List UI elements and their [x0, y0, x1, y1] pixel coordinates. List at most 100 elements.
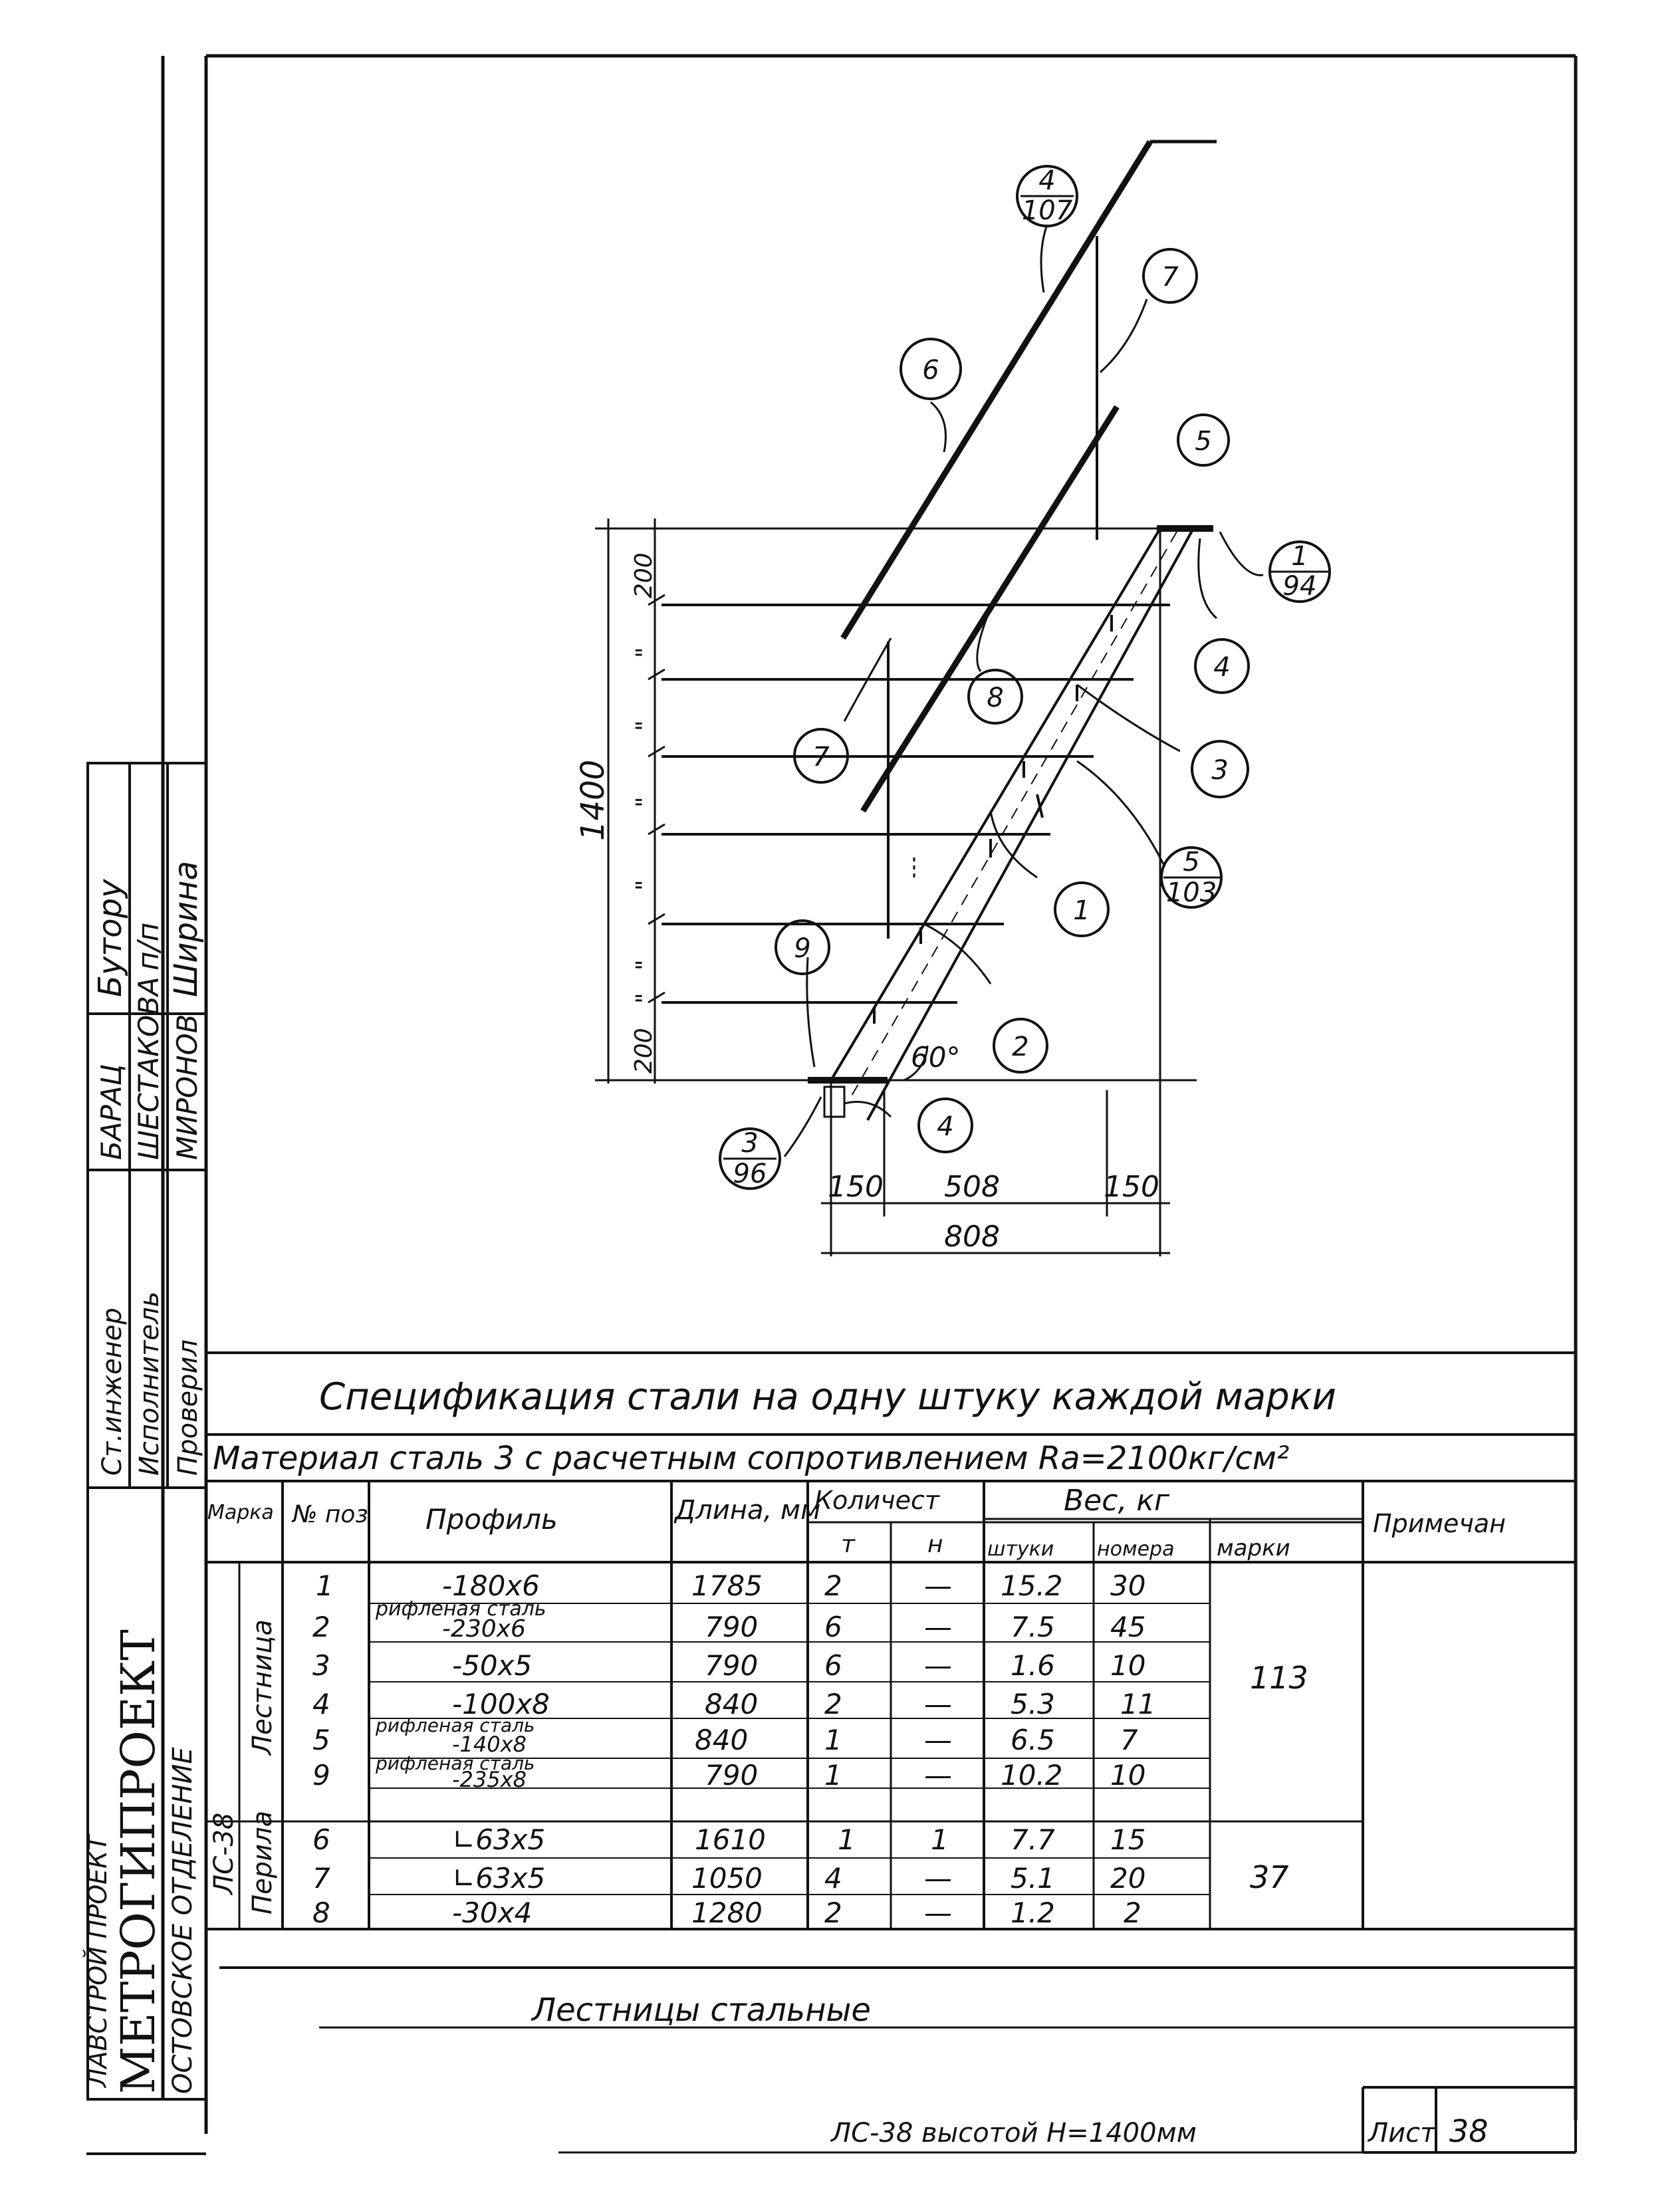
table-row: 9 рифленая сталь -235x8 790 1 — 10.2 10 — [312, 1752, 1145, 1792]
org-line-1: ЛАВСТРОЙ ПРОЕКТ — [83, 1833, 112, 2089]
cell-qty-t: 2 — [824, 1688, 842, 1720]
table-row: 6 ∟63x5 1610 1 1 7.7 15 — [312, 1823, 1145, 1856]
callout-1: 1 — [1073, 895, 1090, 926]
cell-weight-number: 30 — [1110, 1569, 1145, 1602]
sidebar-stamp — [86, 762, 207, 2101]
cell-pos: 4 — [312, 1688, 330, 1720]
dim-step-mark-3: " — [632, 796, 659, 808]
dim-angle: 60° — [911, 1041, 960, 1074]
title-block-title: Лестницы стальные — [531, 1992, 871, 2029]
cell-length: 1610 — [695, 1823, 766, 1856]
sidebar-organization: ЛАВСТРОЙ ПРОЕКТ МЕТРОГИПРОЕКТ ОСТОВСКОЕ … — [83, 1629, 198, 2094]
cell-qty-t: 1 — [838, 1823, 856, 1856]
cell-profile-top: рифленая сталь — [375, 1597, 546, 1621]
cell-weight-piece: 7.5 — [1011, 1611, 1055, 1643]
dim-step-mark-4: " — [632, 879, 659, 891]
signature-1: Бутору — [92, 879, 129, 997]
cell-pos: 6 — [312, 1823, 330, 1856]
callout-4-right: 4 — [1213, 652, 1230, 683]
header-qty-n: н — [927, 1531, 943, 1558]
cell-weight-piece: 15.2 — [1001, 1569, 1063, 1602]
stringer-lower — [866, 528, 1195, 1121]
dim-width-left: 150 — [828, 1170, 884, 1204]
sidebar-roles: Ст.инженер Исполнитель Проверил БАРАЦ ШЕ… — [92, 861, 205, 1476]
dim-height-total: 1400 — [574, 760, 612, 841]
callout-3-right: 3 — [1211, 755, 1228, 786]
callout-2: 2 — [1012, 1032, 1028, 1062]
cell-pos: 7 — [312, 1862, 330, 1895]
cell-pos: 3 — [312, 1649, 330, 1682]
name-barats: БАРАЦ — [95, 1064, 128, 1160]
cell-profile: -180x6 — [442, 1569, 540, 1602]
cell-weight-piece: 5.1 — [1011, 1862, 1055, 1895]
spec-groups: ЛС-38 Лестница Перила 113 37 — [209, 1619, 1308, 1914]
cell-weight-piece: 7.7 — [1011, 1823, 1055, 1856]
header-note: Примечан — [1373, 1509, 1506, 1538]
cell-weight-number: 45 — [1110, 1611, 1145, 1643]
sheet-number: 38 — [1449, 2113, 1489, 2149]
table-row: 4 -100x8 840 2 — 5.3 11 — [312, 1688, 1155, 1720]
cell-qty-n: — — [924, 1688, 952, 1720]
cell-profile: -100x8 — [452, 1688, 550, 1720]
header-weight: Вес, кг — [1064, 1484, 1170, 1518]
callout-labels: 4 107 7 6 5 1 94 4 8 7 3 5 103 1 9 2 4 3… — [733, 166, 1317, 1189]
title-block-subtitle: ЛС-38 высотой H=1400мм — [830, 2118, 1197, 2148]
cell-qty-t: 1 — [824, 1724, 842, 1756]
cell-profile: -230x6 — [442, 1615, 526, 1643]
cell-length: 840 — [695, 1724, 748, 1756]
cell-length: 790 — [705, 1611, 758, 1643]
cell-pos: 5 — [312, 1724, 330, 1756]
mark-weight-railing: 37 — [1250, 1859, 1289, 1895]
callout-9: 9 — [794, 933, 810, 964]
stair-drawing — [595, 140, 1264, 1256]
dim-width-total: 808 — [944, 1220, 1000, 1254]
org-line-2: МЕТРОГИПРОЕКТ — [111, 1629, 166, 2094]
callout-5-top: 5 — [1195, 426, 1211, 457]
cell-weight-number: 10 — [1110, 1649, 1145, 1682]
callout-4-107-den: 107 — [1022, 195, 1073, 226]
role-engineer: Ст.инженер — [97, 1308, 128, 1476]
callout-4-107-num: 4 — [1038, 166, 1055, 196]
cell-weight-number: 2 — [1124, 1897, 1141, 1929]
dim-width-right: 150 — [1104, 1170, 1159, 1204]
header-pos: № поз — [291, 1501, 368, 1528]
midrail-line — [860, 405, 1120, 813]
signature-2: п/п — [132, 923, 166, 971]
callout-7-left: 7 — [812, 742, 830, 772]
mark-weight-ladder: 113 — [1250, 1660, 1308, 1696]
header-length: Длина, мм — [673, 1495, 820, 1526]
callout-fraction-bars — [723, 195, 1328, 1160]
table-row: 3 -50x5 790 6 — 1.6 10 — [312, 1649, 1145, 1682]
spec-material: Материал сталь 3 с расчетным сопротивлен… — [213, 1440, 1289, 1477]
dim-width-mid: 508 — [944, 1170, 1000, 1204]
spec-title: Спецификация стали на одну штуку каждой … — [319, 1375, 1336, 1419]
cell-profile: -30x4 — [452, 1897, 532, 1929]
org-line-3: ОСТОВСКОЕ ОТДЕЛЕНИЕ — [168, 1747, 198, 2094]
header-w-number: номера — [1097, 1538, 1174, 1561]
dim-step-bottom: 200 — [630, 1028, 658, 1074]
callout-4-bottom: 4 — [937, 1111, 953, 1142]
cell-length: 1280 — [691, 1897, 763, 1929]
callouts — [719, 165, 1331, 1190]
callout-8: 8 — [987, 683, 1003, 713]
cell-profile-top: рифленая сталь — [375, 1714, 535, 1736]
callout-1-94-num: 1 — [1291, 541, 1308, 572]
cell-weight-piece: 6.5 — [1011, 1724, 1055, 1756]
stringer-upper — [830, 527, 1161, 1082]
callout-3-96-den: 96 — [733, 1159, 767, 1189]
callout-1-94-den: 94 — [1283, 571, 1317, 602]
header-w-mark: марки — [1217, 1535, 1290, 1561]
header-qty-t: т — [841, 1531, 856, 1558]
header-marka: Марка — [207, 1501, 274, 1524]
cell-weight-number: 7 — [1120, 1724, 1138, 1756]
cell-qty-n: — — [924, 1649, 952, 1682]
sheet-label: Лист — [1367, 2118, 1437, 2148]
dim-step-mark-5: " — [632, 959, 659, 971]
callout-5-103-num: 5 — [1183, 847, 1199, 877]
cell-qty-n: — — [924, 1897, 952, 1929]
cell-length: 1050 — [691, 1862, 763, 1895]
table-row: 5 рифленая сталь -140x8 840 1 — 6.5 7 — [312, 1714, 1138, 1757]
cell-pos: 9 — [312, 1759, 330, 1791]
cell-profile: ∟63x5 — [452, 1862, 545, 1895]
